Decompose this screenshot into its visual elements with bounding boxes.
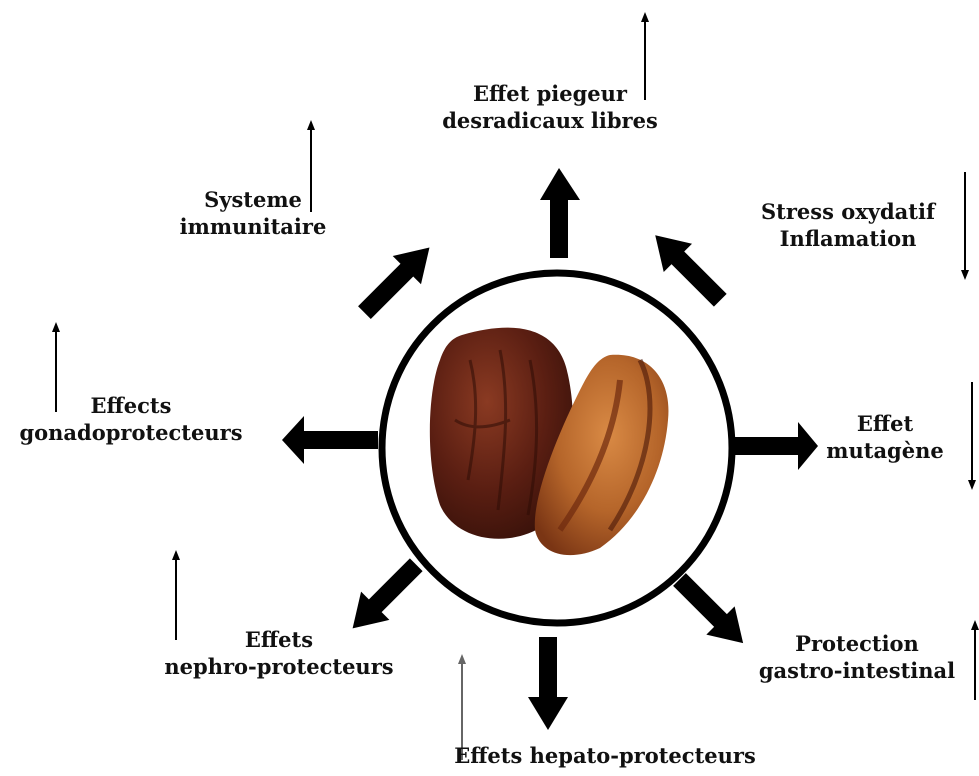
arrow-right [735,422,818,470]
label-right-line1: Effet [822,410,948,437]
label-top-right-line2: Inflamation [748,225,948,252]
label-gastro-protection: Protection gastro-intestinal [746,630,968,684]
arrow-top [540,168,580,258]
trend-arrow-top-right [961,172,969,280]
label-gonadoprotective: Effects gonadoprotecteurs [2,392,260,446]
label-free-radical-scavenging: Effet piegeur desradicaux libres [430,80,670,134]
arrow-top-left [350,233,443,326]
label-nephro-protective: Effets nephro-protecteurs [148,626,410,680]
label-mutagenic: Effet mutagène [822,410,948,464]
label-left-line2: gonadoprotecteurs [2,419,260,446]
label-bottom-right-line1: Protection [746,630,968,657]
label-oxidative-stress: Stress oxydatif Inflamation [748,198,948,252]
label-top-line2: desradicaux libres [430,107,670,134]
label-top-right-line1: Stress oxydatif [748,198,948,225]
trend-arrow-bottom-right [971,620,979,700]
label-bottom-left-line1: Effets [148,626,410,653]
label-top-left-line2: immunitaire [168,213,338,240]
arrow-bottom [528,637,568,730]
label-top-line1: Effet piegeur [430,80,670,107]
trend-arrow-right [968,382,976,490]
label-top-left-line1: Systeme [168,186,338,213]
arrow-left [282,416,378,464]
label-left-line1: Effects [2,392,260,419]
label-bottom-right-line2: gastro-intestinal [746,657,968,684]
arrow-bottom-right [665,565,757,657]
label-immune-system: Systeme immunitaire [168,186,338,240]
label-bottom-left-line2: nephro-protecteurs [148,653,410,680]
label-bottom-line1: Effets hepato-protecteurs [430,742,780,769]
label-right-line2: mutagène [822,437,948,464]
label-hepato-protective: Effets hepato-protecteurs [430,742,780,769]
